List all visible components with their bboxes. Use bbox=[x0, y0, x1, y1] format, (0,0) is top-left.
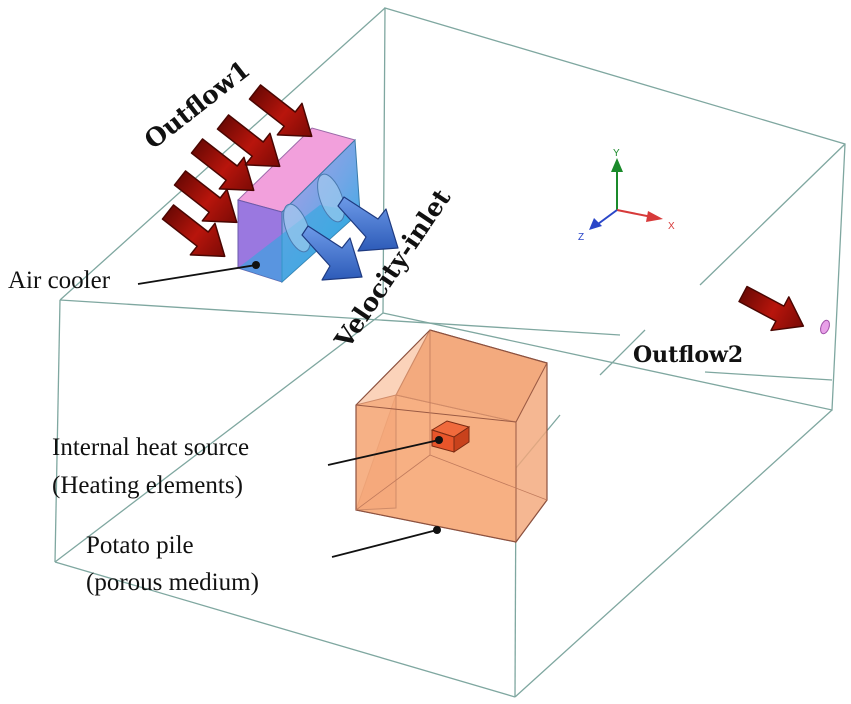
air-cooler bbox=[237, 127, 361, 284]
blue-flow-arrow bbox=[337, 196, 399, 252]
axis-triad: Y X Z bbox=[578, 148, 675, 243]
leader-dots bbox=[252, 261, 443, 534]
velocity-inlet-arrows bbox=[301, 196, 399, 281]
leader-lines bbox=[137, 264, 440, 558]
potato-pile-label-line1: Potato pile bbox=[86, 532, 194, 559]
potato-pile-label-line2: (porous medium) bbox=[86, 569, 259, 596]
blue-flow-arrow bbox=[301, 225, 363, 281]
axis-x-label: X bbox=[668, 221, 675, 232]
air-cooler-label: Air cooler bbox=[8, 267, 111, 294]
red-flow-arrow bbox=[733, 276, 814, 344]
outflow2-marker bbox=[733, 276, 830, 344]
outflow2-label: Outflow2 bbox=[633, 342, 743, 368]
heat-source bbox=[430, 420, 471, 453]
heat-source-label-line2: (Heating elements) bbox=[52, 472, 243, 499]
outlet-ellipse bbox=[820, 319, 830, 335]
axis-y-label: Y bbox=[613, 148, 620, 159]
room-box bbox=[54, 7, 846, 698]
axis-z-label: Z bbox=[578, 232, 584, 243]
heat-source-label-line1: Internal heat source bbox=[52, 434, 249, 461]
